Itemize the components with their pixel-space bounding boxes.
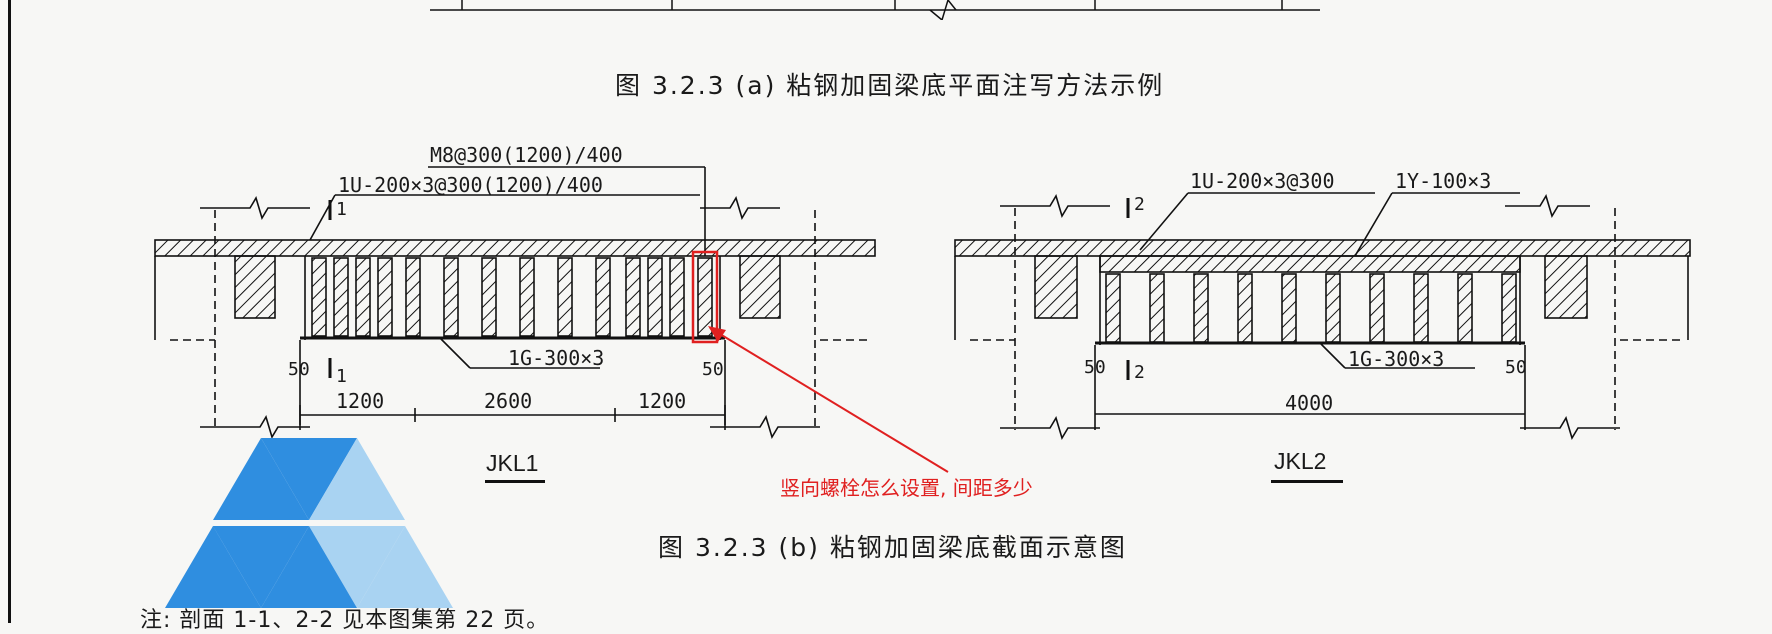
jkl1-section-diagram: M8@300(1200)/400 1U-200×3@300(1200)/400 … (154, 143, 876, 439)
jkl1-plate-label: 1G-300×3 (508, 346, 604, 370)
jkl1-dim-1: 1200 (336, 389, 384, 413)
jkl1-u-hoop-label: 1U-200×3@300(1200)/400 (338, 173, 603, 197)
footnote: 注: 剖面 1-1、2-2 见本图集第 22 页。 (140, 608, 550, 633)
question-annotation: 竖向螺栓怎么设置, 间距多少 (780, 476, 1033, 500)
jkl2-u-hoop-label: 1U-200×3@300 (1190, 169, 1335, 193)
jkl2-name-underline (1271, 480, 1343, 483)
drawing-frame-border (8, 0, 11, 623)
jkl2-y-label: 1Y-100×3 (1395, 169, 1491, 193)
jkl1-edge-left: 50 (288, 359, 310, 380)
jkl2-plate-label: 1G-300×3 (1348, 347, 1444, 371)
plan-figure-fragment (430, 0, 1320, 20)
annotation-arrow (708, 326, 949, 473)
jkl1-name: JKL1 (486, 450, 539, 476)
jkl2-dim-total: 4000 (1285, 391, 1333, 415)
jkl1-edge-right: 50 (702, 359, 724, 380)
highlight-box (691, 250, 719, 344)
jkl1-name-underline (485, 480, 545, 483)
triangle-logo (165, 438, 453, 608)
jkl2-section-diagram: 1U-200×3@300 1Y-100×3 1G-300×3 2 2 50 50… (954, 169, 1691, 440)
caption-figure-b: 图 3.2.3 (b) 粘钢加固梁底截面示意图 (658, 533, 1127, 562)
jkl1-dim-2: 2600 (484, 389, 532, 413)
jkl1-section-bottom: 1 (336, 366, 347, 387)
jkl1-anchor-label: M8@300(1200)/400 (430, 143, 623, 167)
jkl2-name: JKL2 (1274, 448, 1327, 474)
caption-figure-a: 图 3.2.3 (a) 粘钢加固梁底平面注写方法示例 (615, 71, 1165, 100)
jkl2-section-top: 2 (1134, 194, 1145, 215)
jkl1-dim-3: 1200 (638, 389, 686, 413)
jkl2-edge-left: 50 (1084, 357, 1106, 378)
jkl2-edge-right: 50 (1505, 357, 1527, 378)
jkl2-section-bottom: 2 (1134, 362, 1145, 383)
jkl1-section-top: 1 (336, 199, 347, 220)
